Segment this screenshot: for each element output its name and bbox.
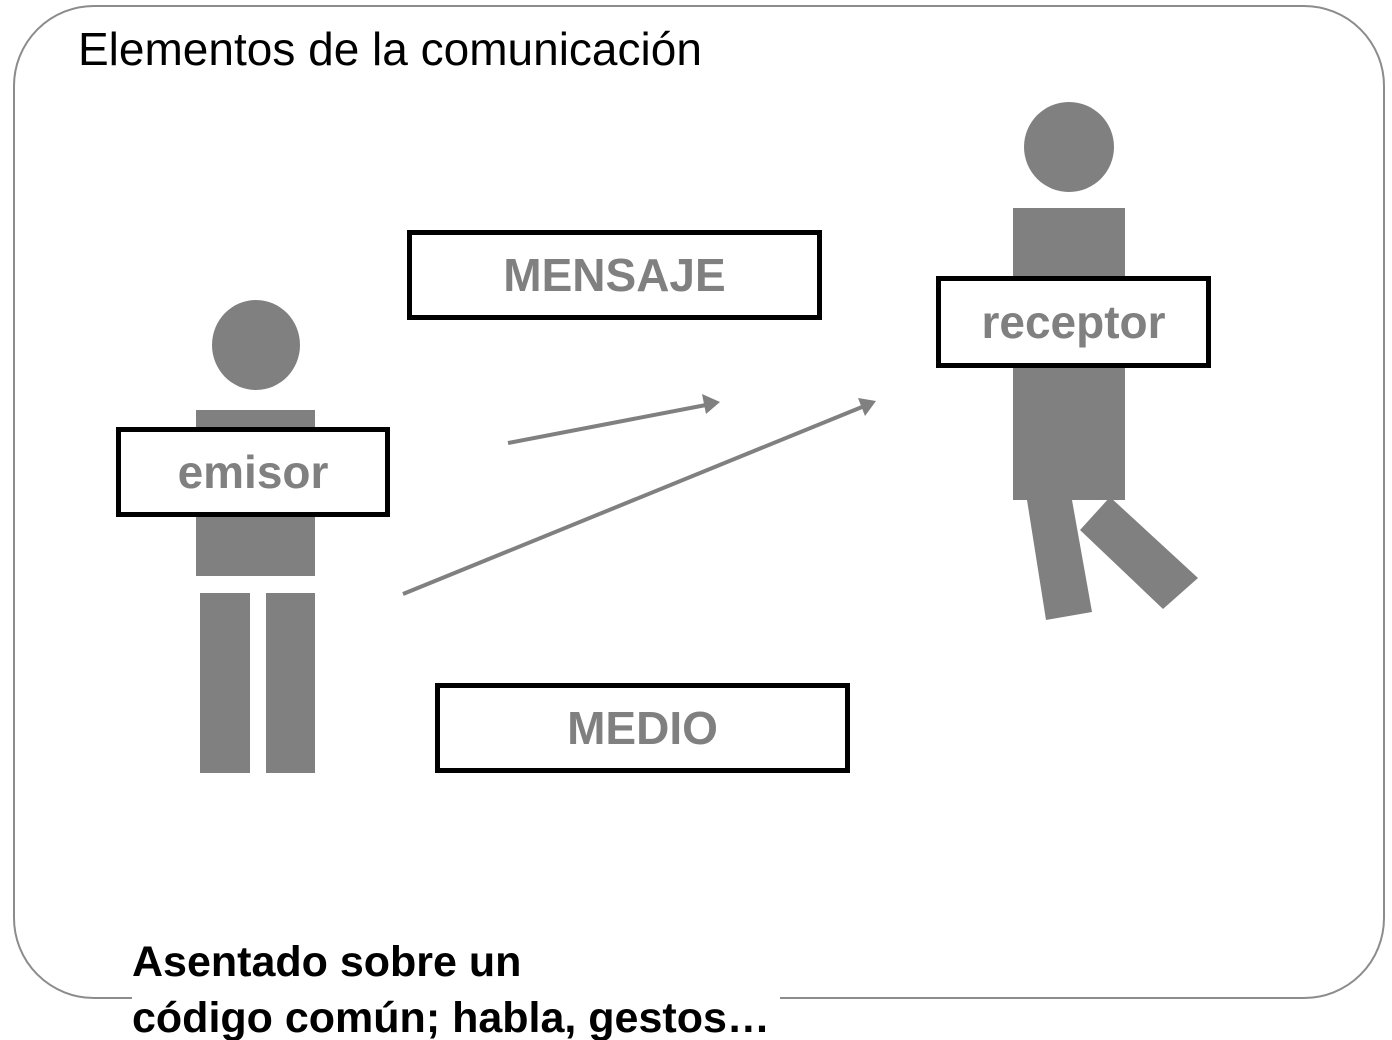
footer-line-1: Asentado sobre un bbox=[132, 938, 522, 986]
emisor-right-leg bbox=[266, 593, 315, 773]
receptor-box: receptor bbox=[936, 276, 1211, 368]
footer-line-2: código común; habla, gestos… bbox=[132, 994, 770, 1040]
medio-box: MEDIO bbox=[435, 683, 850, 773]
footer-text: Asentado sobre un código común; habla, g… bbox=[132, 934, 780, 1040]
emisor-box: emisor bbox=[116, 427, 390, 517]
emisor-left-leg bbox=[200, 593, 250, 773]
mensaje-box: MENSAJE bbox=[407, 230, 822, 320]
slide-title: Elementos de la comunicación bbox=[78, 23, 702, 75]
receptor-head bbox=[1024, 102, 1114, 192]
emisor-head bbox=[212, 300, 300, 390]
